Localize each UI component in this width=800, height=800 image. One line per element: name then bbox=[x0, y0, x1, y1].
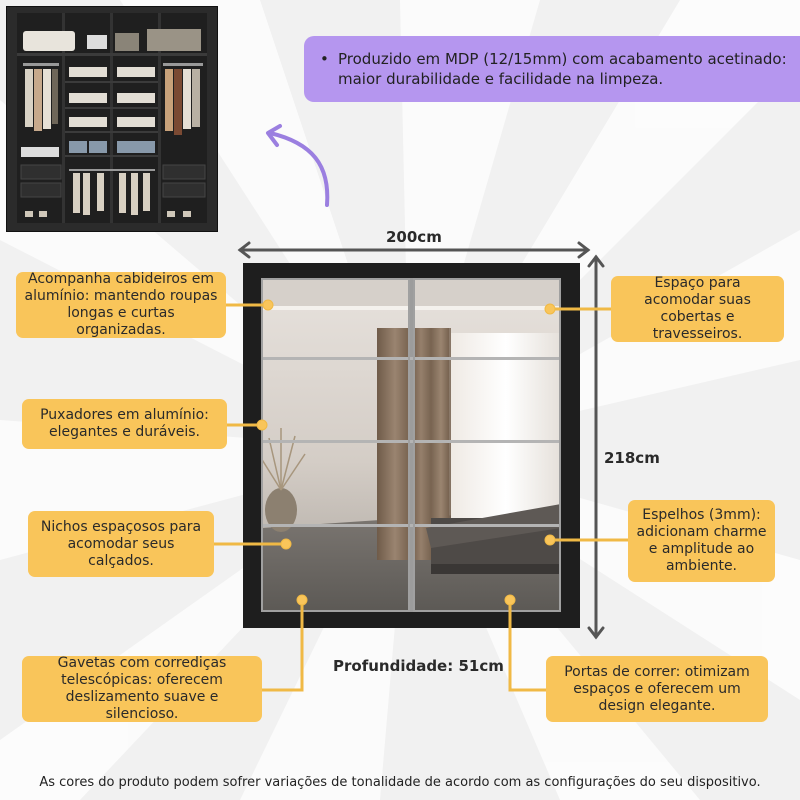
callout-bedding: Espaço para acomodar suas cobertas e tra… bbox=[611, 275, 784, 342]
wardrobe-interior-thumbnail bbox=[6, 6, 218, 232]
material-info-note: • Produzido em MDP (12/15mm) com acabame… bbox=[304, 36, 800, 102]
callout-doors: Portas de correr: otimizam espaços e ofe… bbox=[546, 656, 768, 722]
wardrobe-interior-image bbox=[7, 7, 217, 231]
depth-label: Profundidade: 51cm bbox=[333, 657, 504, 675]
wardrobe-front bbox=[243, 263, 580, 628]
callout-hangers-text: Acompanha cabideiros em alumínio: manten… bbox=[24, 271, 218, 338]
callout-niches-text: Nichos espaçosos para acomodar seus calç… bbox=[40, 518, 202, 569]
mirror-doors bbox=[261, 278, 561, 612]
callout-handles-text: Puxadores em alumínio: elegantes e duráv… bbox=[40, 407, 209, 440]
callout-mirrors-text: Espelhos (3mm): adicionam charme e ampli… bbox=[636, 507, 767, 574]
callout-drawers: Gavetas com corrediças telescópicas: ofe… bbox=[22, 655, 262, 722]
material-info-text: Produzido em MDP (12/15mm) com acabament… bbox=[338, 50, 787, 88]
height-label: 218cm bbox=[604, 449, 660, 467]
bullet-icon: • bbox=[320, 50, 329, 68]
callout-mirrors: Espelhos (3mm): adicionam charme e ampli… bbox=[628, 500, 775, 582]
callout-handles: Puxadores em alumínio: elegantes e duráv… bbox=[22, 399, 227, 449]
callout-niches: Nichos espaçosos para acomodar seus calç… bbox=[28, 511, 214, 577]
callout-bedding-text: Espaço para acomodar suas cobertas e tra… bbox=[644, 275, 751, 342]
callout-hangers: Acompanha cabideiros em alumínio: manten… bbox=[16, 271, 226, 338]
callout-doors-text: Portas de correr: otimizam espaços e ofe… bbox=[564, 663, 750, 714]
width-label: 200cm bbox=[386, 228, 442, 246]
color-disclaimer: As cores do produto podem sofrer variaçõ… bbox=[39, 775, 761, 790]
callout-drawers-text: Gavetas com corrediças telescópicas: ofe… bbox=[57, 655, 227, 722]
